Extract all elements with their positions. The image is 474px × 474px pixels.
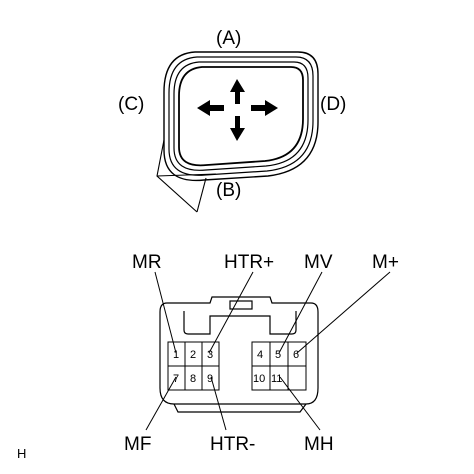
terminal-label-htr-plus: HTR+	[224, 252, 274, 273]
terminal-leader-lines	[145, 271, 391, 431]
direction-label-c: (C)	[118, 94, 144, 115]
pin-7: 7	[173, 373, 179, 385]
terminal-label-mv: MV	[304, 252, 333, 273]
pin-4: 4	[257, 349, 263, 361]
leader-htr-plus	[208, 271, 254, 354]
adjust-arrows-icon	[197, 79, 278, 141]
pin-10: 10	[253, 373, 265, 385]
pin-numbers: 1 2 3 4 5 6 7 8 9 10 11	[173, 349, 299, 385]
terminal-label-m-plus: M+	[372, 252, 399, 273]
terminal-label-mf: MF	[124, 434, 151, 455]
arrow-up-icon	[230, 79, 245, 104]
pin-grid-right	[251, 341, 307, 391]
terminal-label-mh: MH	[304, 434, 334, 455]
corner-mark: H	[17, 446, 26, 461]
arrow-down-icon	[230, 116, 245, 141]
direction-label-d: (D)	[320, 94, 346, 115]
direction-label-b: (B)	[216, 180, 241, 201]
mirror-glass	[163, 51, 319, 182]
pin-grid-left	[167, 341, 220, 391]
leader-mv	[278, 271, 323, 354]
mirror-mount	[156, 139, 217, 213]
leader-mh	[279, 376, 321, 431]
pin-1: 1	[173, 349, 179, 361]
arrow-left-icon	[197, 100, 224, 116]
leader-m-plus	[296, 271, 391, 354]
direction-label-a: (A)	[216, 28, 241, 49]
leader-htr-minus	[210, 376, 227, 431]
leader-mf	[145, 376, 177, 431]
pin-11: 11	[271, 373, 282, 385]
pin-6: 6	[293, 349, 299, 361]
pin-3: 3	[207, 349, 213, 361]
pin-2: 2	[190, 349, 196, 361]
pin-9: 9	[207, 373, 213, 385]
pin-8: 8	[190, 373, 196, 385]
terminal-label-htr-minus: HTR-	[210, 434, 255, 455]
terminal-label-mr: MR	[132, 252, 162, 273]
leader-mr	[154, 271, 177, 354]
pin-5: 5	[275, 349, 281, 361]
arrow-right-icon	[251, 100, 278, 116]
